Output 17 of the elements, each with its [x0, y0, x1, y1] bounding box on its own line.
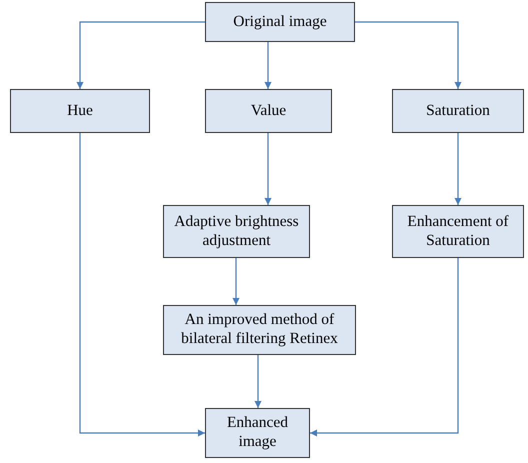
arrow — [454, 133, 462, 205]
process-box: Hue — [10, 89, 150, 133]
process-box: Value — [205, 89, 332, 133]
process-box: Original image — [205, 2, 355, 42]
arrow — [355, 21, 462, 89]
process-box: Adaptive brightness adjustment — [163, 205, 310, 258]
arrow — [254, 355, 262, 408]
process-box: Enhanced image — [205, 408, 310, 458]
process-box: An improved method of bilateral filtering Retinex — [163, 305, 356, 355]
arrow — [310, 258, 459, 436]
arrow — [76, 21, 205, 89]
arrow — [264, 133, 272, 205]
arrow — [79, 133, 205, 436]
arrow — [264, 42, 272, 89]
process-box: Saturation — [392, 89, 524, 133]
process-box: Enhancement of Saturation — [392, 205, 524, 258]
arrow — [232, 258, 240, 305]
